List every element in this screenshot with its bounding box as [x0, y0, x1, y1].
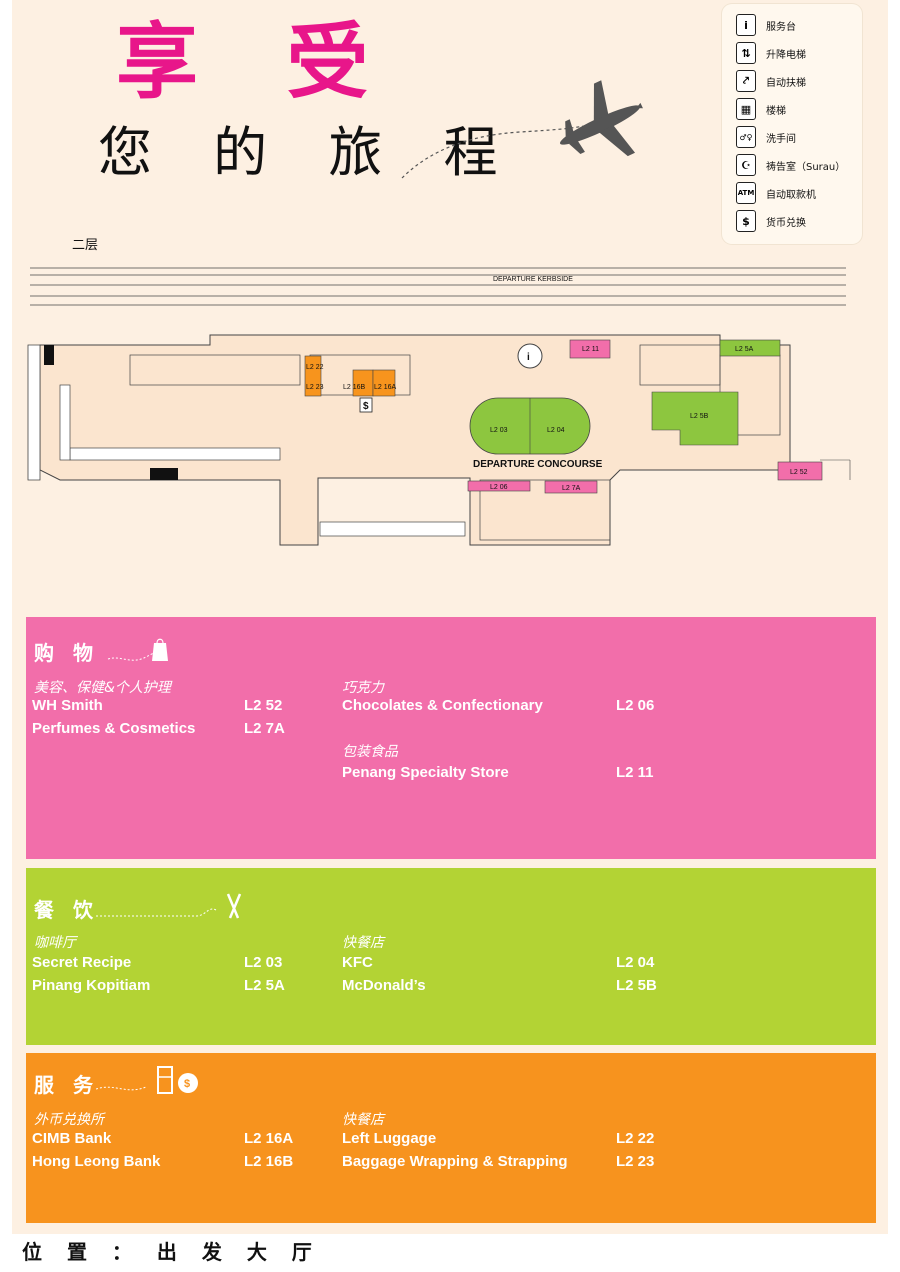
- info-counter: [517, 343, 543, 369]
- shop-code: L2 04: [616, 954, 655, 971]
- lift-icon: ⇅: [736, 42, 756, 64]
- shop-code: L2 06: [616, 697, 655, 714]
- kerbside-road: [30, 267, 846, 306]
- shop-name: CIMB Bank: [32, 1130, 112, 1147]
- floor-plan-map: DEPARTURE KERBSIDE L2 22 L2 23 L2 16B L2…: [27, 267, 851, 546]
- location-footer: 位 置 ： 出 发 大 厅: [22, 1240, 321, 1264]
- toilet-icon: ♂♀: [736, 126, 756, 148]
- legend-item-lift: ⇅ 升降电梯: [736, 42, 806, 64]
- unit-label: L2 5A: [735, 346, 754, 353]
- unit-label: L2 16A: [374, 384, 397, 391]
- services-title: 服 务: [34, 1073, 99, 1097]
- category-label: 快餐店: [342, 935, 384, 951]
- shop-code: L2 5A: [244, 977, 285, 994]
- luggage-money-icon: $: [96, 1066, 198, 1094]
- unit-label: L2 04: [547, 427, 565, 434]
- services-panel: 服 务 $ 外币兑换所 CIMB Bank L2 16A Hong Leong …: [26, 1053, 876, 1223]
- legend-item-atm: ATM 自动取款机: [736, 182, 816, 204]
- floor-label: 二层: [72, 238, 99, 253]
- seating-row: [59, 384, 466, 537]
- shop-name: Pinang Kopitiam: [32, 977, 151, 994]
- unit-label: L2 11: [582, 346, 599, 353]
- category-label: 巧克力: [342, 680, 384, 696]
- shop-name: McDonald’s: [342, 977, 426, 994]
- shop-name: Baggage Wrapping & Strapping: [342, 1153, 568, 1170]
- shop-name: Secret Recipe: [32, 954, 132, 971]
- shop-name: WH Smith: [32, 697, 103, 714]
- shop-code: L2 7A: [244, 720, 285, 737]
- shop-name: Left Luggage: [342, 1130, 437, 1147]
- legend-item-toilet: ♂♀ 洗手间: [736, 126, 796, 148]
- stairs-icon: ▦: [736, 98, 756, 120]
- prayer-room-icon: ☪: [736, 154, 756, 176]
- shopping-bag-icon: [107, 638, 168, 661]
- legend-item-currency-exchange: $ 货币兑换: [736, 210, 806, 232]
- shop-code: L2 52: [244, 697, 283, 714]
- unit-label: L2 22: [306, 364, 324, 371]
- info-icon: i: [736, 14, 756, 36]
- category-label: 外币兑换所: [34, 1112, 104, 1128]
- category-label: 包装食品: [342, 744, 398, 760]
- legend-label: 自动扶梯: [766, 77, 806, 89]
- legend-item-info: i 服务台: [736, 14, 796, 36]
- atm-icon: ATM: [736, 182, 756, 204]
- category-label: 快餐店: [342, 1112, 384, 1128]
- shop-code: L2 16B: [244, 1153, 294, 1170]
- shop-code: L2 23: [616, 1153, 655, 1170]
- legend-label: 洗手间: [766, 133, 796, 145]
- shop-name: Hong Leong Bank: [32, 1153, 161, 1170]
- legend-label: 自动取款机: [766, 189, 816, 201]
- page-title: 享 受: [116, 15, 399, 110]
- shop-name: Perfumes & Cosmetics: [32, 720, 196, 737]
- shop-name: KFC: [342, 954, 373, 971]
- legend-label: 祷告室（Surau）: [766, 161, 846, 173]
- unit-label: L2 7A: [562, 485, 581, 492]
- shopping-panel: 购 物 美容、保健&个人护理 WH Smith L2 52 Perfumes &…: [26, 617, 876, 859]
- dining-panel: 餐 饮 咖啡厅 Secret Recipe L2 03 Pinang Kopit…: [26, 868, 876, 1045]
- shop-name: Penang Specialty Store: [342, 764, 509, 781]
- legend-item-escalator: ⤤ 自动扶梯: [736, 70, 806, 92]
- airplane-icon: [560, 80, 643, 157]
- unit-label: L2 16B: [343, 384, 366, 391]
- legend-label: 楼梯: [766, 105, 786, 117]
- shop-code: L2 03: [244, 954, 283, 971]
- legend-label: 升降电梯: [766, 49, 806, 61]
- legend-panel: i 服务台 ⇅ 升降电梯 ⤤ 自动扶梯 ▦ 楼梯 ♂♀ 洗手间 ☪ 祷告室（Su…: [722, 4, 862, 244]
- money-exchange-icon: $: [363, 401, 369, 412]
- info-icon: i: [527, 352, 530, 363]
- unit-label: L2 5B: [690, 413, 709, 420]
- category-label: 美容、保健&个人护理: [34, 680, 171, 696]
- page-subtitle: 您 的 旅 程: [98, 121, 520, 184]
- legend-item-stairs: ▦ 楼梯: [736, 98, 786, 120]
- kerbside-label: DEPARTURE KERBSIDE: [493, 276, 573, 283]
- unit-label: L2 52: [790, 469, 808, 476]
- unit-label: L2 06: [490, 484, 508, 491]
- shop-code: L2 16A: [244, 1130, 294, 1147]
- unit-label: L2 23: [306, 384, 324, 391]
- terminal-floor: [39, 334, 791, 546]
- shop-code: L2 5B: [616, 977, 657, 994]
- unit-label: L2 03: [490, 427, 508, 434]
- legend-label: 货币兑换: [766, 217, 806, 229]
- concourse-label: DEPARTURE CONCOURSE: [473, 459, 603, 470]
- shop-code: L2 11: [616, 764, 654, 781]
- currency-exchange-icon: $: [736, 210, 756, 232]
- legend-item-prayer-room: ☪ 祷告室（Surau）: [736, 154, 845, 176]
- flight-path-graphic: [401, 80, 643, 179]
- cutlery-icon: [96, 893, 242, 919]
- category-label: 咖啡厅: [34, 935, 76, 951]
- shop-code: L2 22: [616, 1130, 655, 1147]
- svg-text:$: $: [184, 1078, 190, 1090]
- dining-title: 餐 饮: [34, 898, 99, 922]
- legend-label: 服务台: [766, 21, 796, 33]
- escalator-icon: ⤤: [736, 70, 756, 92]
- shop-name: Chocolates & Confectionary: [342, 697, 543, 714]
- shopping-title: 购 物: [34, 641, 99, 665]
